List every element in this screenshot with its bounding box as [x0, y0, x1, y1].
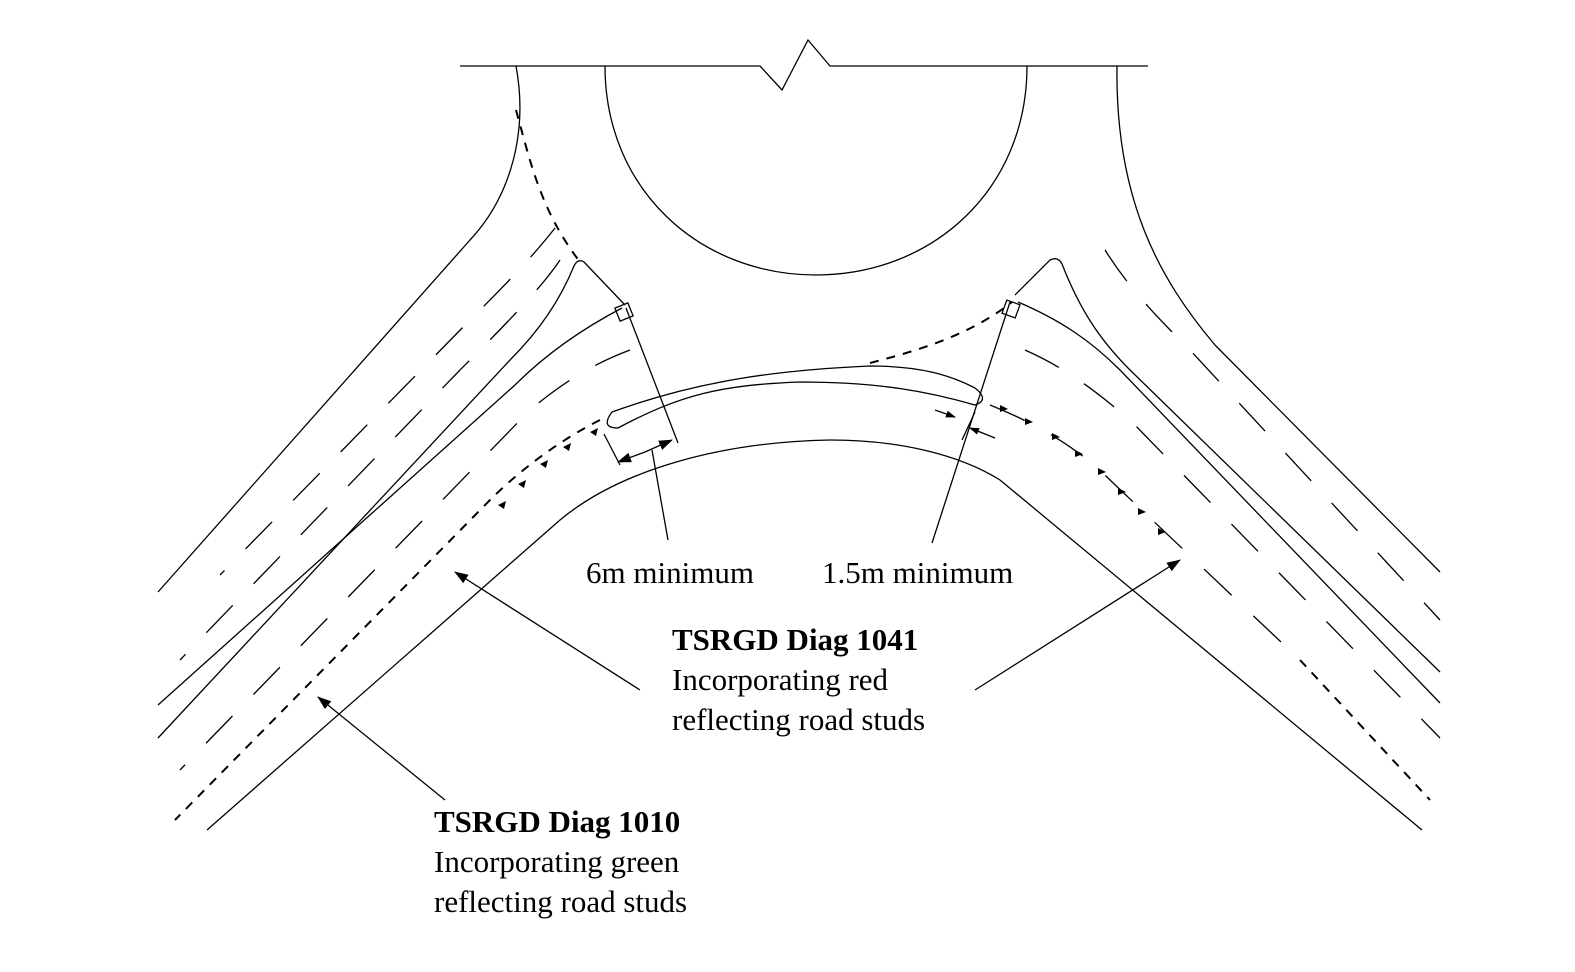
dimension-label-6m: 6m minimum	[586, 555, 754, 590]
callout-line: Incorporating red	[672, 662, 889, 697]
callout-title: TSRGD Diag 1010	[434, 804, 681, 839]
dimension-witness-line-6m-b	[603, 433, 621, 466]
dimension-arrow-1-5m-b	[969, 427, 996, 439]
callout-diag1010: TSRGD Diag 1010 Incorporating green refl…	[434, 802, 687, 922]
left-lane-line-2	[179, 259, 561, 661]
left-diag1010-line	[174, 419, 601, 821]
chevron-studs-right	[1000, 405, 1166, 535]
right-splitter-island	[1014, 258, 1441, 673]
dimension-leader-6m	[651, 449, 669, 541]
right-give-way-line	[869, 301, 1013, 364]
right-outer-kerb	[1116, 65, 1441, 573]
left-exit-kerb	[206, 439, 831, 831]
callout-title: TSRGD Diag 1041	[672, 622, 919, 657]
right-diag1041-line	[989, 404, 1301, 661]
right-entry-kerb	[1017, 301, 1441, 704]
right-exit-kerb	[829, 439, 1423, 831]
circulating-reserve-island	[606, 365, 984, 429]
dimension-arrow-6m-b	[644, 439, 673, 453]
left-splitter-island	[157, 260, 626, 739]
left-lane-line-1	[219, 227, 556, 576]
top-boundary-line	[460, 38, 1148, 92]
leader-arrow-diag1041-right	[974, 559, 1181, 691]
left-outer-kerb	[157, 65, 521, 593]
left-give-way-line	[515, 109, 581, 263]
central-island	[604, 65, 1028, 276]
dimension-witness-line-6m	[625, 307, 679, 444]
leader-arrow-diag1041-left	[454, 571, 641, 691]
dimension-arrow-6m	[617, 451, 646, 463]
right-lane-line-2	[1024, 349, 1441, 739]
dimension-witness-line-1-5m	[931, 301, 1011, 544]
leader-arrow-diag1010	[317, 696, 446, 801]
right-angle-marker-right	[1001, 299, 1021, 319]
right-diag1041-short-dashes	[1299, 659, 1431, 801]
callout-line: reflecting road studs	[672, 702, 926, 737]
left-lane-line-3	[179, 349, 631, 771]
callout-line: Incorporating green	[434, 844, 680, 879]
right-lane-line-1	[1104, 249, 1441, 621]
dimension-label-1-5m: 1.5m minimum	[822, 555, 1014, 590]
chevron-studs-left	[498, 428, 598, 509]
callout-diag1041: TSRGD Diag 1041 Incorporating red reflec…	[672, 620, 925, 740]
dimension-tick-1-5m	[961, 411, 976, 441]
right-angle-marker-left	[614, 302, 634, 322]
dimension-arrow-1-5m-a	[934, 409, 956, 418]
left-entry-kerb	[157, 307, 623, 706]
callout-line: reflecting road studs	[434, 884, 688, 919]
